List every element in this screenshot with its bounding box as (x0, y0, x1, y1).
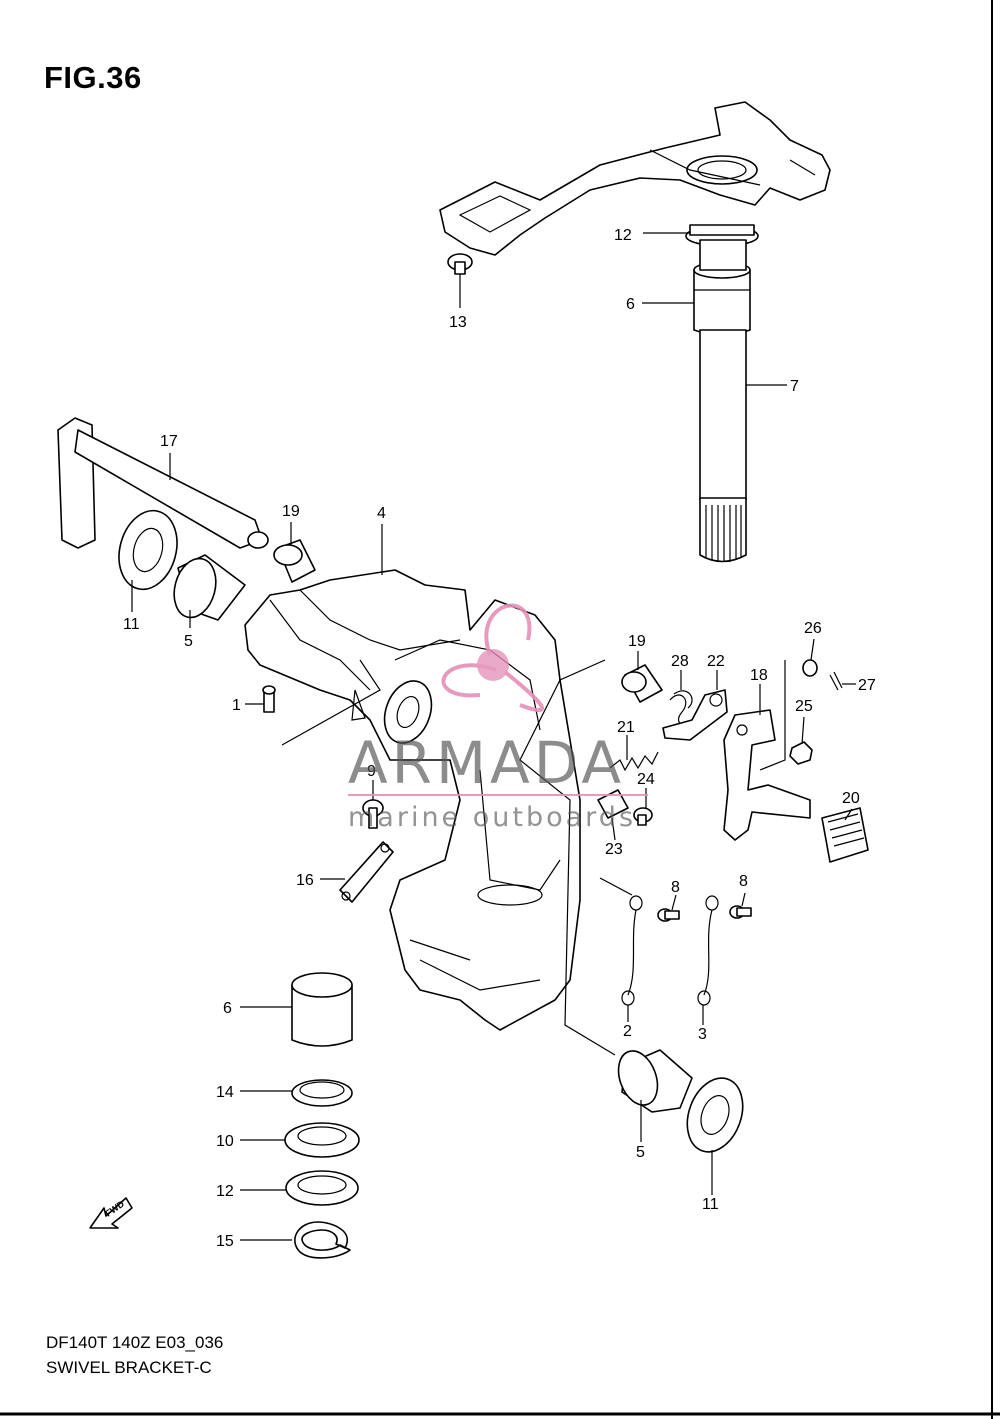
figure-code: DF140T 140Z E03_036 (46, 1333, 224, 1352)
armada-propeller-logo (441, 603, 544, 713)
screw-13 (447, 253, 473, 275)
callout-5: 5 (636, 1144, 645, 1161)
tilt-bush-right (617, 1049, 693, 1113)
cotter-pin-27 (829, 671, 843, 691)
callout-19: 19 (628, 633, 646, 650)
bolt-8-a (657, 908, 680, 922)
steering-shaft (699, 239, 747, 563)
plate-23 (597, 789, 629, 819)
circlip-15 (294, 1221, 351, 1259)
callout-6: 6 (223, 1000, 232, 1017)
callout-12: 12 (614, 227, 632, 244)
figure-name: SWIVEL BRACKET-C (46, 1358, 212, 1377)
washer-14 (291, 1079, 353, 1107)
callout-2: 2 (623, 1023, 632, 1040)
ground-wire-2 (621, 895, 643, 1006)
callout-9: 9 (367, 763, 376, 780)
spring-28 (669, 690, 695, 726)
callout-5: 5 (184, 633, 193, 650)
callout-11: 11 (123, 616, 140, 633)
tilt-washer-left (118, 509, 178, 591)
nut-25 (789, 741, 813, 765)
bolt-8-b (729, 905, 752, 919)
lower-bush (291, 972, 353, 1047)
callout-6: 6 (626, 296, 635, 313)
watermark-tagline: marine outboards (348, 802, 636, 833)
callout-19: 19 (282, 503, 300, 520)
callout-25: 25 (795, 698, 813, 715)
callout-4: 4 (377, 505, 386, 522)
tilt-bush-19-right (621, 664, 663, 703)
callout-7: 7 (790, 378, 799, 395)
washer-12 (285, 1170, 359, 1206)
screw-24 (633, 807, 653, 826)
callout-15: 15 (216, 1233, 234, 1250)
lock-cam-22 (662, 689, 728, 741)
callout-8: 8 (671, 879, 680, 896)
watermark-brand: ARMADA (348, 729, 625, 797)
callout-23: 23 (605, 841, 623, 858)
tilt-bush-left (173, 554, 246, 621)
link-16 (339, 841, 394, 903)
swivel-bracket (244, 569, 581, 1031)
pad-20 (821, 807, 869, 863)
callout-17: 17 (160, 433, 178, 450)
callout-1: 1 (232, 697, 241, 714)
callout-11: 11 (702, 1196, 719, 1213)
tilt-rod (57, 417, 269, 549)
figure-title: FIG.36 (44, 60, 142, 95)
tilt-lever-18 (723, 709, 811, 841)
callout-28: 28 (671, 653, 689, 670)
washer-10 (284, 1122, 360, 1158)
callout-22: 22 (707, 653, 725, 670)
callout-10: 10 (216, 1133, 234, 1150)
callout-18: 18 (750, 667, 768, 684)
callout-26: 26 (804, 620, 822, 637)
ground-wire-3 (697, 895, 719, 1006)
spring-21 (609, 751, 659, 772)
leader-lines (131, 232, 856, 1241)
callout-20: 20 (842, 790, 860, 807)
washer-26 (802, 659, 818, 677)
steering-arm (439, 101, 831, 256)
upper-bush (693, 261, 751, 336)
tilt-washer-right (686, 1077, 744, 1153)
callout-labels: 12 6 7 13 17 19 4 11 5 1 19 28 22 26 18 … (123, 227, 876, 1250)
fwd-arrow: FWD (89, 1197, 133, 1229)
callout-12: 12 (216, 1183, 234, 1200)
callout-8: 8 (739, 873, 748, 890)
callout-21: 21 (617, 719, 635, 736)
callout-13: 13 (449, 314, 467, 331)
callout-27: 27 (858, 677, 876, 694)
armada-watermark: ARMADA marine outboards (348, 603, 648, 833)
callout-3: 3 (698, 1026, 707, 1043)
callout-24: 24 (637, 771, 655, 788)
tilt-bush-19 (273, 539, 316, 583)
callout-14: 14 (216, 1084, 234, 1101)
grease-nipple (262, 685, 276, 713)
callout-16: 16 (296, 872, 314, 889)
